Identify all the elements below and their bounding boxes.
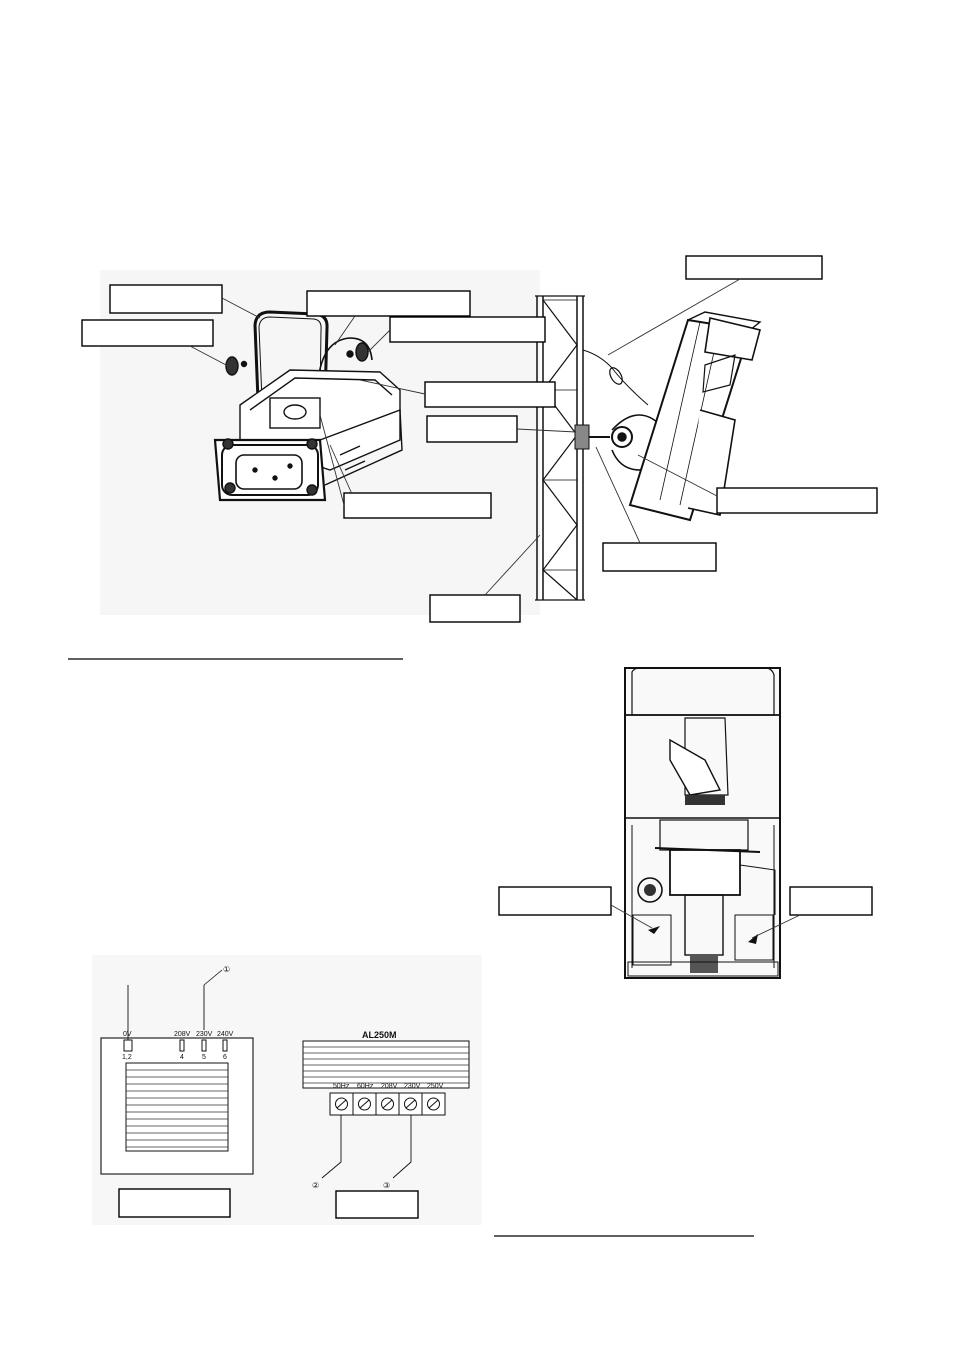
tap-pin-4: 4 [180, 1054, 184, 1061]
callout-box-fixing-holes [343, 492, 492, 519]
callout-boxes-top [81, 255, 878, 623]
tap-voltage-208v: 208V [174, 1031, 191, 1038]
tap-pin-6: 6 [223, 1054, 227, 1061]
leader-lines-top [189, 278, 741, 596]
ballast-marker-2: ② [312, 1181, 319, 1190]
callout-box-voltage-selector [498, 886, 612, 916]
ballast-terminal-50hz: 50Hz [333, 1083, 350, 1090]
callout-box-fastener [389, 316, 546, 343]
fixture-top-view-drawing [624, 667, 781, 979]
tap-pin-5: 5 [202, 1054, 206, 1061]
callout-box-screw [602, 542, 717, 572]
ballast-terminal-230v: 230V [404, 1083, 421, 1090]
ballast-terminal-60hz: 60Hz [357, 1083, 374, 1090]
ballast-terminal-208v: 208V [381, 1083, 398, 1090]
callout-box-clamp [426, 415, 518, 443]
ballast-model: AL250M [362, 1030, 397, 1040]
arrow-marker-right [748, 934, 758, 944]
transformer-diagram: ① 0V 208V 230V 240V 1,2 4 5 6 [92, 955, 482, 1225]
ballast-marker-3: ③ [383, 1181, 390, 1190]
callout-box-safety-cable [685, 255, 823, 280]
ballast-diagram: AL250M 50Hz 60Hz 208V 230V 250V ② [302, 1030, 470, 1219]
transformer-marker: ① [223, 965, 230, 974]
callout-box-quick-lock [306, 290, 471, 317]
callout-box-transformer [118, 1188, 231, 1218]
callout-box-truss [429, 594, 521, 623]
callout-box-fuse [789, 886, 873, 916]
callout-box-ballast [335, 1190, 419, 1219]
callout-box-omega-bracket [109, 284, 223, 314]
ballast-terminal-250v: 250V [427, 1083, 444, 1090]
tap-pin-1-2: 1,2 [122, 1054, 132, 1061]
tap-voltage-240v: 240V [217, 1031, 234, 1038]
leader-lines-right [610, 904, 801, 939]
callout-box-knob [81, 319, 214, 347]
callout-box-bracket [716, 487, 878, 514]
arrow-marker-left [648, 926, 660, 934]
tap-voltage-230v: 230V [196, 1031, 213, 1038]
tap-voltage-0v: 0V [123, 1031, 132, 1038]
callout-box-slot [424, 381, 556, 408]
